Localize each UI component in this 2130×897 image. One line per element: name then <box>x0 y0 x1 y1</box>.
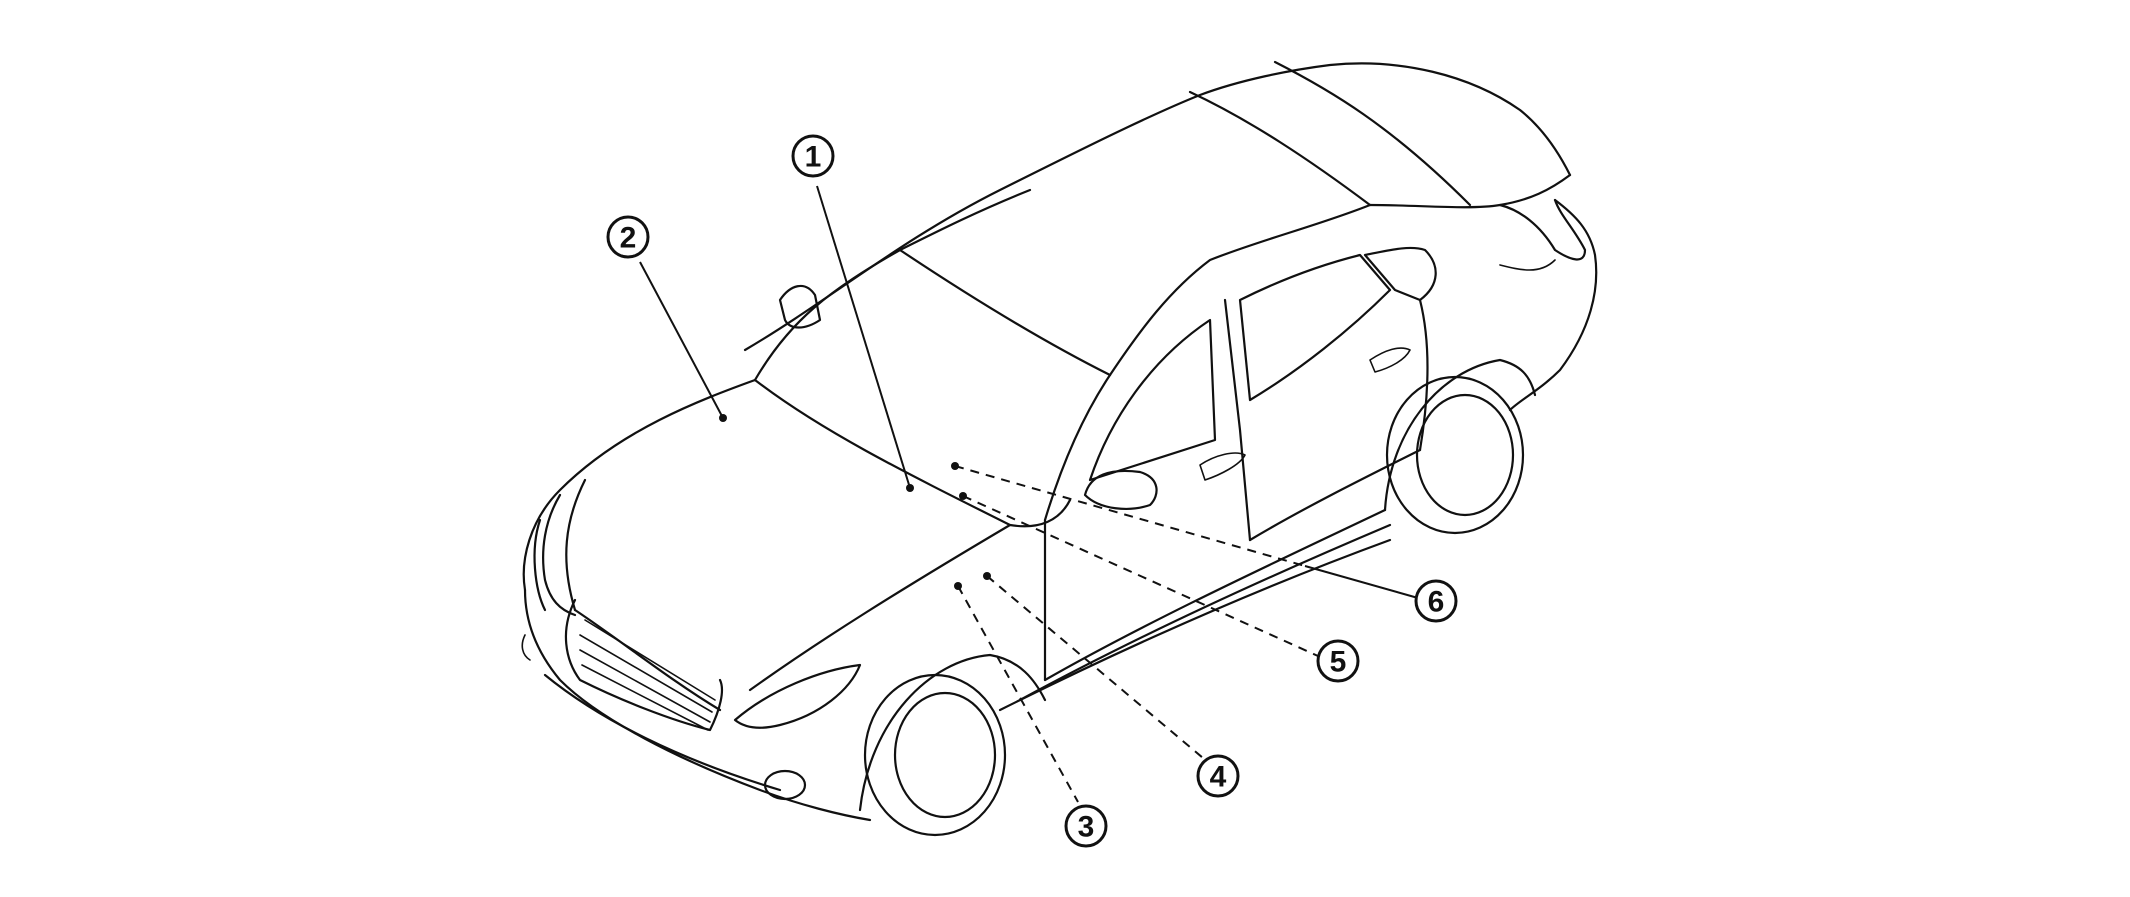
callout-3-label: 3 <box>1078 811 1095 844</box>
leader-line-3 <box>957 585 1079 803</box>
callout-6: 6 <box>1414 579 1458 623</box>
leader-line-5 <box>962 495 1319 657</box>
callout-2: 2 <box>606 215 650 259</box>
callout-4-label: 4 <box>1210 761 1227 794</box>
callout-markers: 1 2 3 4 5 6 <box>606 134 1458 848</box>
leader-line-2 <box>639 261 724 419</box>
leader-lines <box>639 185 1419 803</box>
callout-1: 1 <box>791 134 835 178</box>
callout-5-label: 5 <box>1330 646 1347 679</box>
callout-4: 4 <box>1196 754 1240 798</box>
callout-6-label: 6 <box>1428 586 1445 619</box>
leader-line-1 <box>816 185 911 489</box>
callout-3: 3 <box>1064 804 1108 848</box>
point-3 <box>954 582 962 590</box>
point-4 <box>983 572 991 580</box>
point-2 <box>719 414 727 422</box>
car-outline <box>521 60 1598 837</box>
leader-line-6 <box>954 465 1306 567</box>
callout-5: 5 <box>1316 639 1360 683</box>
point-5 <box>959 492 967 500</box>
callout-1-label: 1 <box>805 141 822 174</box>
point-6 <box>951 462 959 470</box>
callout-2-label: 2 <box>620 222 637 255</box>
point-1 <box>906 484 914 492</box>
